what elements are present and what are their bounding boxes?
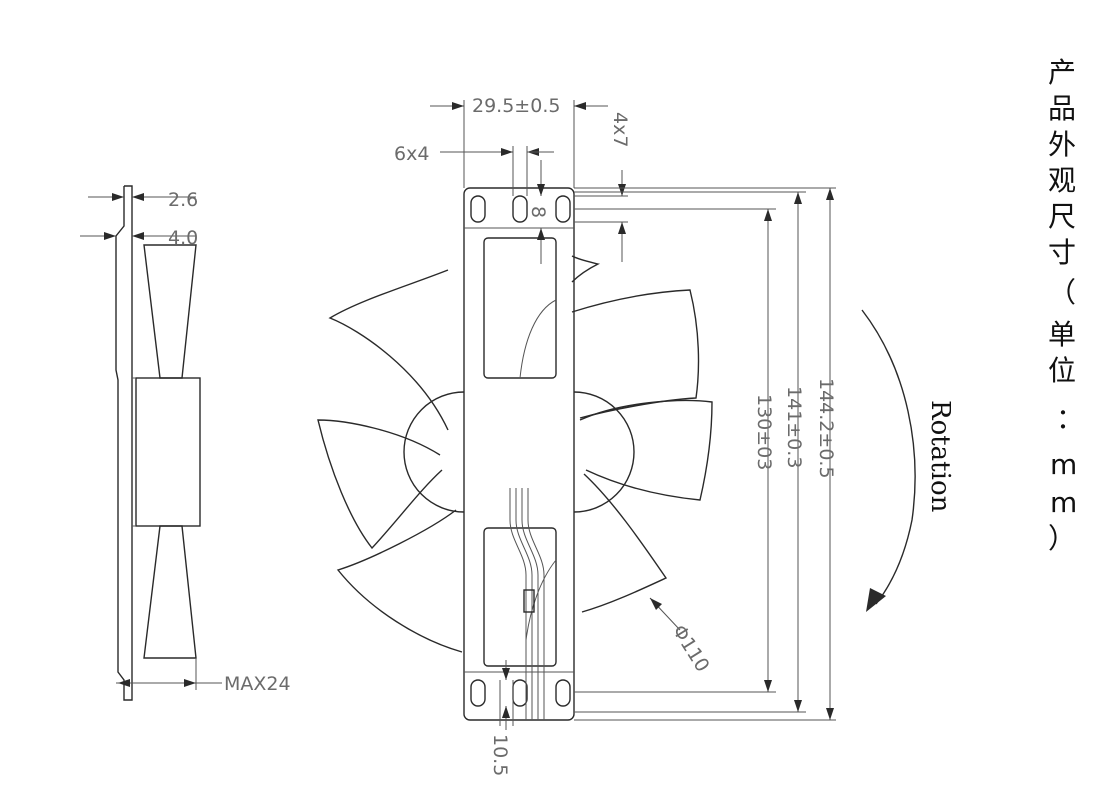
dim-hole-slot: 6x4 — [394, 143, 429, 165]
dim-height-mid: 141±0.3 — [783, 386, 805, 468]
title-char: 产 — [1048, 56, 1076, 89]
title-char: 位 — [1048, 354, 1076, 387]
title-char: m — [1050, 448, 1077, 481]
dim-width-top: 29.5±0.5 — [472, 95, 560, 117]
title-char: 外 — [1048, 128, 1076, 161]
title-char: 单 — [1048, 318, 1076, 351]
dim-side-t1: 2.6 — [168, 189, 198, 211]
title-char: ： — [1056, 402, 1084, 435]
dim-height-lines — [574, 187, 836, 721]
rotation-arrow — [861, 309, 916, 612]
dim-bottom-offset: 10.5 — [489, 734, 511, 776]
front-view — [317, 187, 713, 721]
dim-height-inner: 130±03 — [753, 394, 775, 470]
title-char: 尺 — [1048, 200, 1076, 233]
dim-bottom-lines — [499, 660, 514, 730]
dim-side-depth: MAX24 — [224, 673, 291, 695]
dim-gap: 8 — [527, 206, 549, 218]
dim-diameter-leader — [649, 597, 681, 631]
dim-side-t2: 4.0 — [168, 227, 198, 249]
title-char: m — [1050, 486, 1077, 519]
title-char: （ — [1048, 276, 1076, 309]
title-char: 寸 — [1048, 236, 1076, 269]
dim-hole-vert: 4x7 — [609, 112, 631, 147]
title-vertical: 产 品 外 观 尺 寸 （ 单 位 ： m m ） — [1048, 56, 1084, 555]
title-char: 品 — [1048, 92, 1076, 125]
dim-height-outer: 144.2±0.5 — [815, 378, 837, 479]
side-view — [80, 185, 222, 701]
title-char: 观 — [1048, 164, 1076, 197]
dim-width-lines — [430, 100, 628, 264]
title-char: ） — [1048, 522, 1076, 555]
dim-diameter: Φ110 — [668, 621, 714, 676]
rotation-label: Rotation — [925, 400, 955, 513]
